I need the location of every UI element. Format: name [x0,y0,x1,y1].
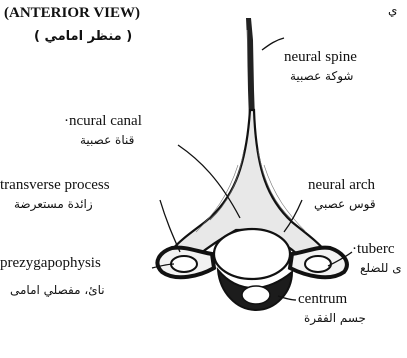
label-neural-arch: neural arch [308,178,375,193]
label-prezygapophysis-ar: نائ، مفصلي امامى [10,284,105,296]
label-transverse-process-ar: زائدة مستعرضة [14,198,93,210]
label-neural-spine-ar: شوكة عصبية [290,70,353,82]
page-title-arabic: ( منظر امامي ) [34,30,132,43]
label-centrum-ar: جسم الفقرة [304,312,366,324]
label-neural-canal: ·ncural canal [64,114,142,129]
label-neural-canal-ar: قناة عصبية [80,134,134,146]
label-centrum: centrum [298,292,347,307]
label-prezygapophysis: prezygapophysis [0,256,101,271]
page-title: (ANTERIOR VIEW) [4,6,140,21]
prezygapophysis-right [305,256,331,272]
corner-mark: ي [388,4,397,16]
label-neural-spine: neural spine [284,50,357,65]
neural-canal-shape [214,229,290,279]
prezygapophysis-left [171,256,197,272]
label-transverse-process: transverse process [0,178,110,193]
label-neural-arch-ar: قوس عصبي [314,198,376,210]
label-tubercle: ·tuberc [352,242,394,257]
label-tubercle-ar: ى للضلع [360,262,402,274]
